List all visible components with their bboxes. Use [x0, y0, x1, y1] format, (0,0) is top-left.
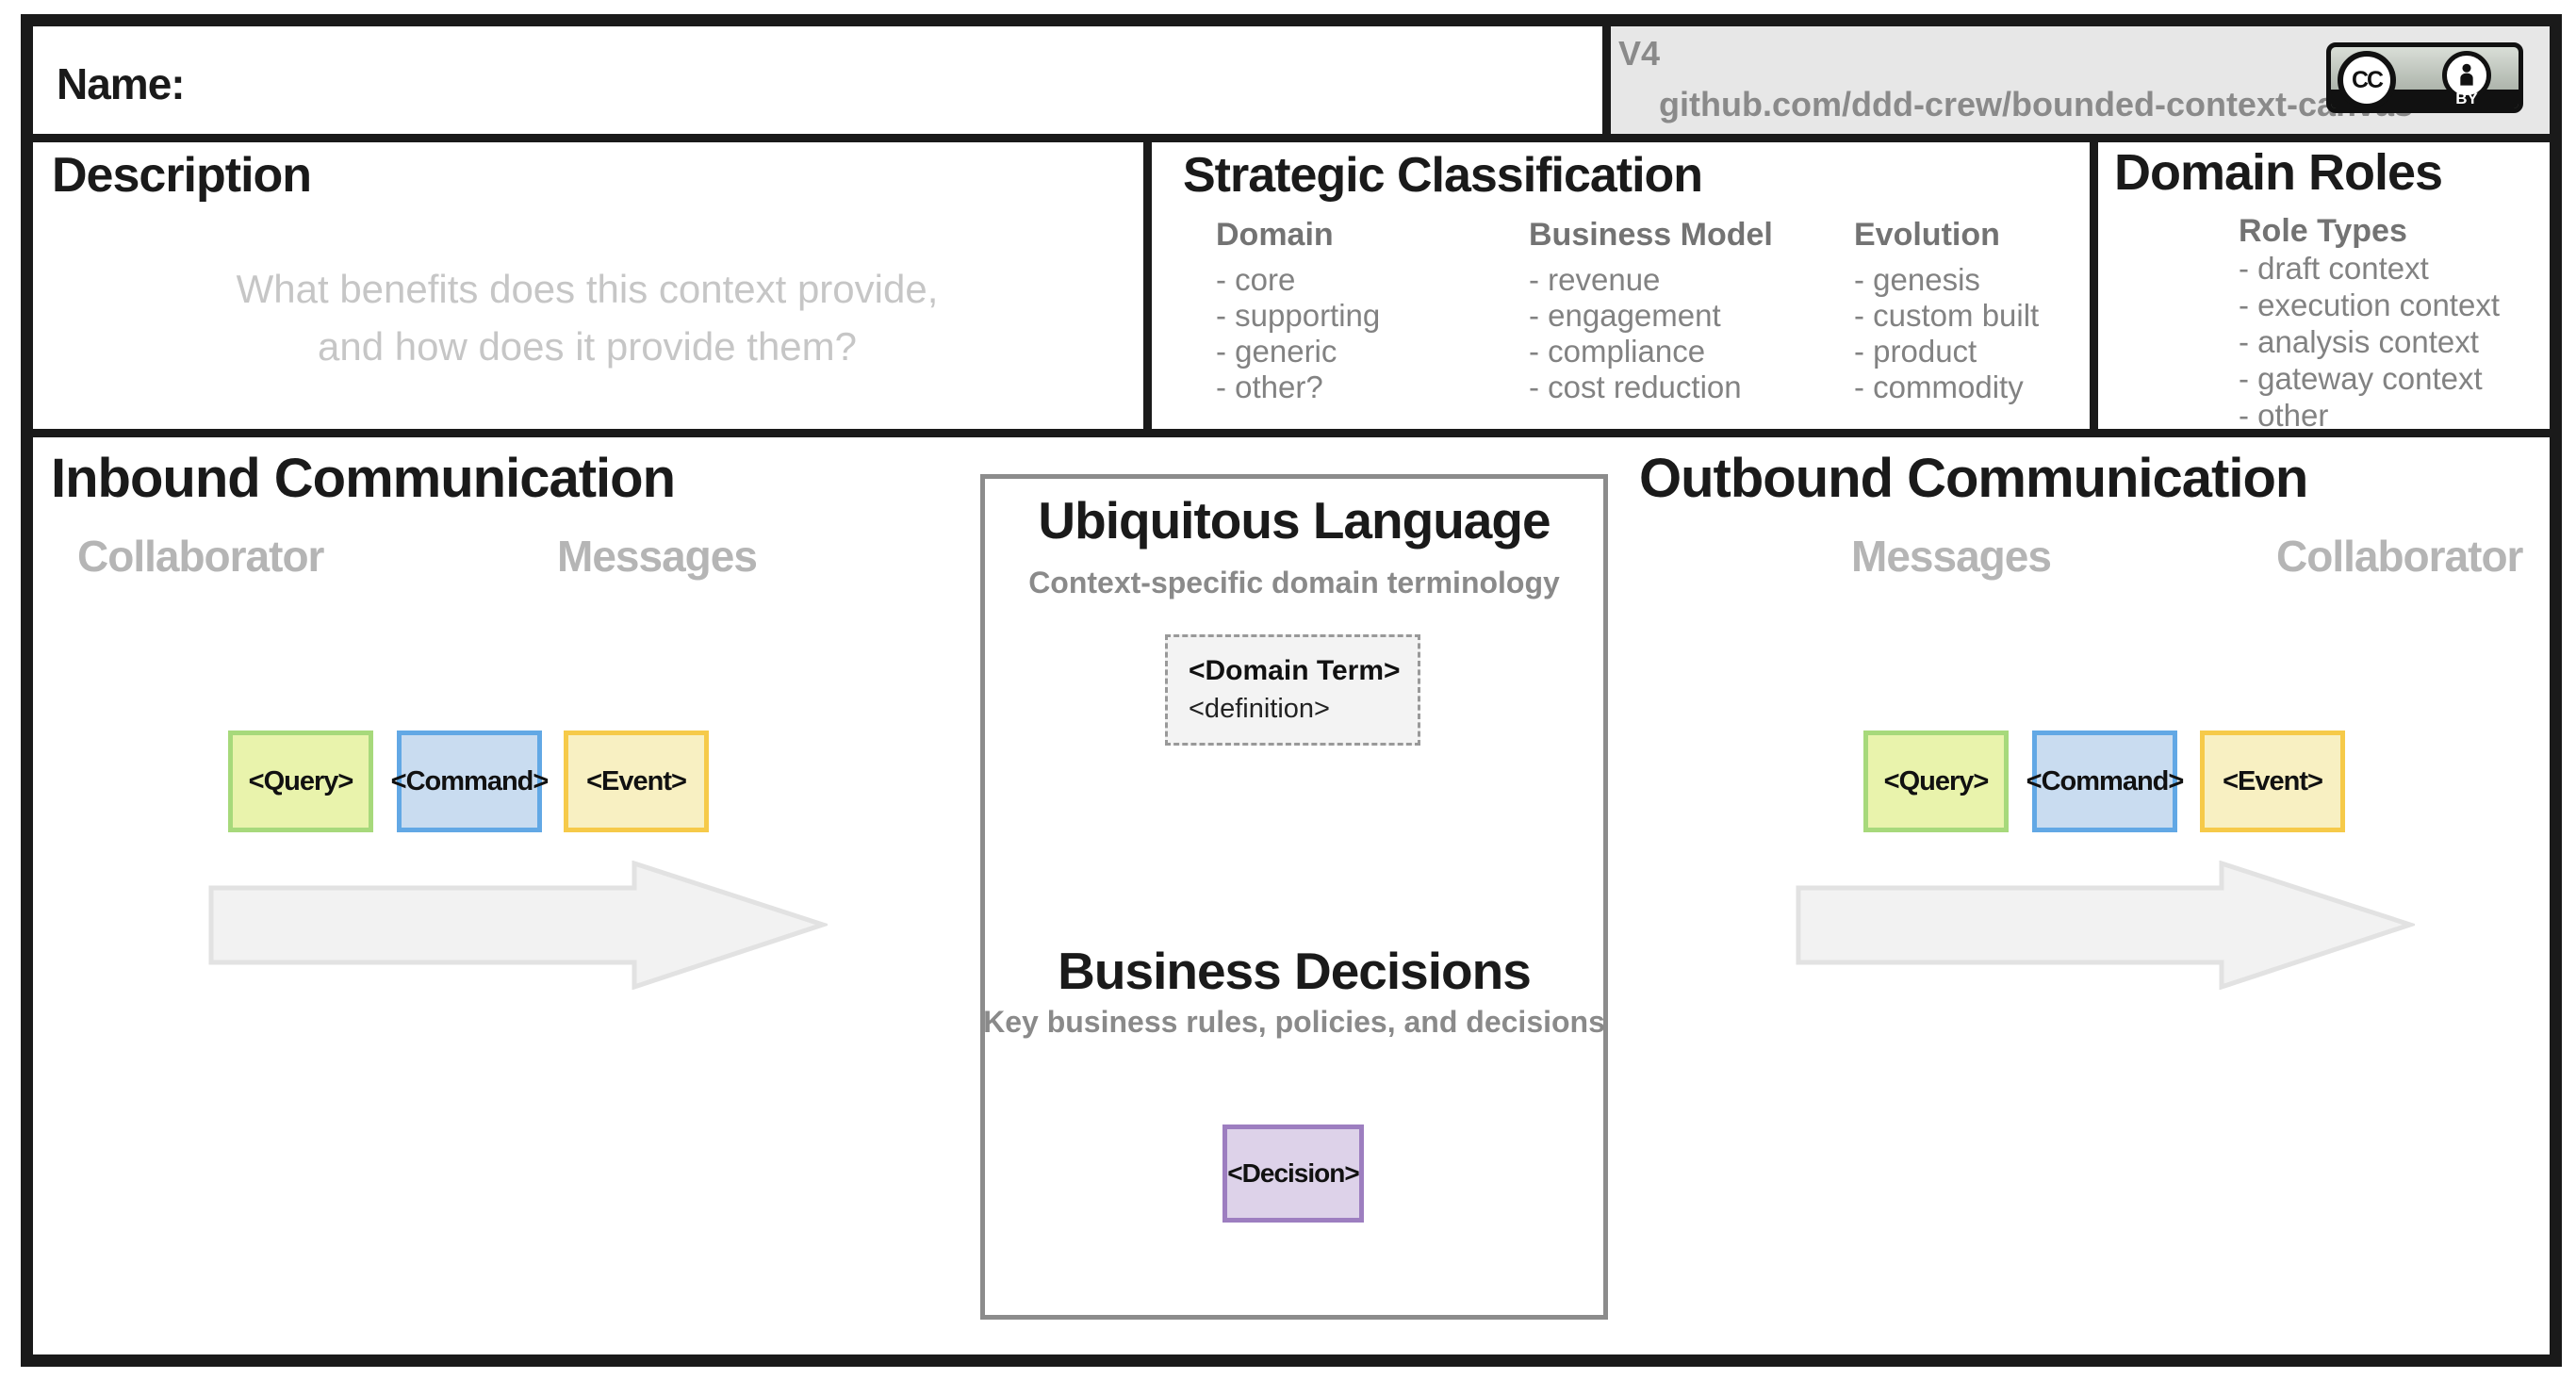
source-url: github.com/ddd-crew/bounded-context-canv… — [1659, 85, 2414, 123]
inbound-collaborator-label: Collaborator — [77, 532, 324, 581]
list-item: - product — [1854, 334, 1977, 369]
card-label: <Command> — [2026, 765, 2185, 796]
role-types-label: Role Types — [2239, 213, 2407, 249]
outbound-messages-label: Messages — [1851, 532, 2052, 581]
version-label: V4 — [1618, 34, 1661, 73]
description-title: Description — [52, 148, 312, 203]
list-item: - custom built — [1854, 298, 2040, 333]
list-item: - analysis context — [2239, 324, 2479, 359]
outbound-collaborator-label: Collaborator — [2276, 532, 2523, 581]
list-item: - cost reduction — [1529, 369, 1742, 404]
description-placeholder-line2[interactable]: and how does it provide them? — [317, 324, 858, 369]
outbound-flow-arrow-icon — [1796, 861, 2415, 990]
outbound-communication-title: Outbound Communication — [1639, 448, 2308, 509]
column-header-evolution: Evolution — [1854, 217, 2000, 253]
card-label: <Event> — [586, 765, 687, 796]
divider-description-strategic — [1143, 134, 1152, 437]
outbound-event-card[interactable]: <Event> — [2200, 731, 2345, 832]
domain-term-definition: <definition> — [1189, 694, 1330, 724]
inbound-messages-label: Messages — [557, 532, 758, 581]
cc-icon: CC — [2338, 51, 2396, 108]
card-label: <Event> — [2223, 765, 2323, 796]
inbound-event-card[interactable]: <Event> — [564, 731, 709, 832]
domain-term-card[interactable]: <Domain Term> <definition> — [1165, 634, 1420, 746]
inbound-flow-arrow-icon — [208, 861, 828, 990]
divider-row2-row3 — [21, 429, 2562, 437]
list-item: - compliance — [1529, 334, 1706, 369]
business-decisions-subtitle: Key business rules, policies, and decisi… — [983, 1005, 1605, 1039]
column-header-business-model: Business Model — [1529, 217, 1773, 253]
canvas-frame — [21, 14, 2562, 1367]
business-decisions-title: Business Decisions — [1058, 942, 1532, 1000]
domain-roles-title: Domain Roles — [2114, 144, 2443, 201]
column-header-domain: Domain — [1216, 217, 1334, 253]
ubiquitous-language-subtitle: Context-specific domain terminology — [1028, 566, 1560, 599]
card-label: <Command> — [390, 765, 550, 796]
list-item: - engagement — [1529, 298, 1721, 333]
card-label: <Query> — [1883, 765, 1990, 796]
decision-card[interactable]: <Decision> — [1222, 1125, 1364, 1223]
list-item: - draft context — [2239, 251, 2429, 286]
card-label: <Query> — [248, 765, 354, 796]
inbound-command-card[interactable]: <Command> — [391, 731, 549, 832]
list-item: - generic — [1216, 334, 1337, 369]
list-item: - revenue — [1529, 262, 1661, 297]
cc-person-icon — [2442, 51, 2491, 100]
divider-row1-row2 — [21, 134, 2562, 142]
cc-by-license-badge[interactable]: CC BY — [2326, 42, 2523, 113]
list-item: - commodity — [1854, 369, 2024, 404]
divider-strategic-roles — [2090, 134, 2098, 437]
list-item: - other — [2239, 398, 2329, 433]
list-item: - supporting — [1216, 298, 1381, 333]
list-item: - genesis — [1854, 262, 1980, 297]
list-item: - other? — [1216, 369, 1323, 404]
outbound-query-card[interactable]: <Query> — [1863, 731, 2009, 832]
outbound-command-card[interactable]: <Command> — [2026, 731, 2184, 832]
inbound-query-card[interactable]: <Query> — [228, 731, 373, 832]
list-item: - core — [1216, 262, 1296, 297]
description-placeholder-line1[interactable]: What benefits does this context provide, — [236, 267, 939, 311]
cc-by-label: BY — [2455, 90, 2478, 107]
strategic-classification-title: Strategic Classification — [1183, 148, 1703, 203]
name-label: Name: — [57, 59, 186, 108]
list-item: - execution context — [2239, 287, 2500, 322]
domain-term-label: <Domain Term> — [1189, 655, 1401, 686]
list-item: - gateway context — [2239, 361, 2483, 396]
inbound-communication-title: Inbound Communication — [51, 448, 676, 509]
ubiquitous-language-title: Ubiquitous Language — [1038, 491, 1551, 550]
divider-name-v4 — [1602, 14, 1611, 141]
